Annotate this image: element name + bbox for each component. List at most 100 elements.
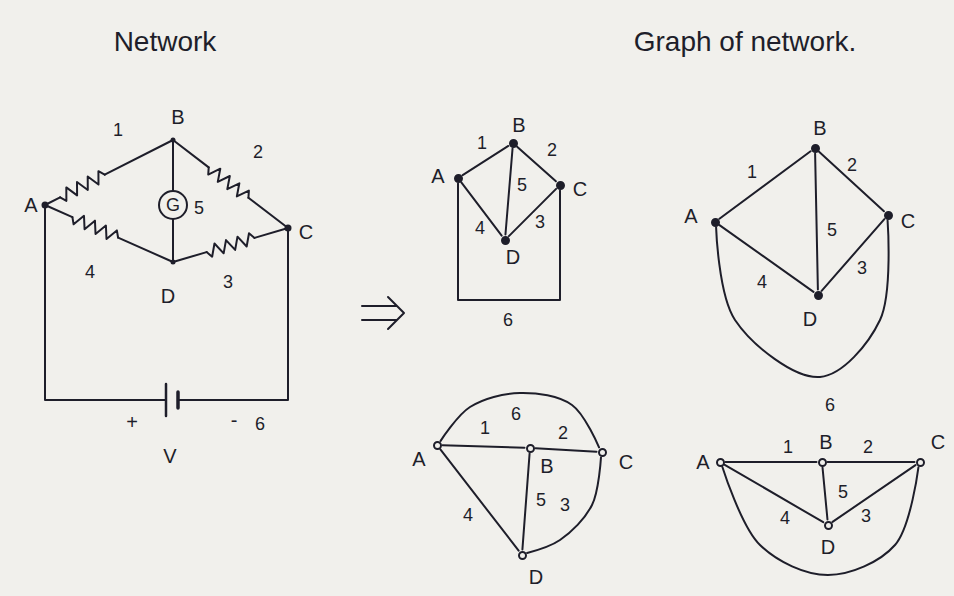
graph-vertex: C (598, 448, 607, 457)
graph-branch (535, 448, 596, 451)
vertex-letter: A (684, 206, 697, 226)
graph-vertex: D (824, 521, 833, 530)
graph-vertex: D (814, 291, 823, 300)
branch-number: 5 (534, 491, 548, 509)
vertex-letter: B (819, 432, 832, 452)
vertex-letter: B (540, 456, 553, 476)
branch-number: 3 (223, 273, 233, 291)
graph-vertex: C (556, 181, 565, 190)
battery-wire (45, 205, 288, 400)
resistor-symbol (205, 232, 256, 258)
heading: Network (114, 28, 217, 56)
graph-branch (833, 465, 916, 522)
graph-branch (440, 449, 518, 550)
branch-number: 2 (845, 156, 859, 174)
branch-number: 2 (545, 141, 559, 159)
branch-number: 5 (194, 199, 204, 217)
graph-vertex: B (509, 139, 518, 148)
branch-number: 6 (509, 405, 523, 423)
wire (173, 140, 288, 228)
graph-branch (522, 453, 529, 549)
graph-vertex: B (818, 458, 827, 467)
resistor-symbol (70, 212, 121, 243)
wire (45, 140, 173, 205)
graph-branch (527, 457, 601, 553)
graph-vertex: A (433, 441, 442, 450)
graph-branch (719, 151, 810, 218)
junction-letter: D (161, 286, 175, 306)
branch-number: 6 (255, 415, 265, 433)
battery-plate (176, 392, 180, 408)
branch-number: 2 (556, 424, 570, 442)
graph-branch (822, 219, 885, 291)
battery-plate (165, 384, 168, 416)
galvanometer-letter: G (166, 196, 180, 214)
resistor-symbol (205, 163, 252, 203)
branch-number: 6 (501, 311, 515, 329)
vertex-letter: C (901, 211, 915, 231)
graph-branch (509, 189, 556, 236)
branch-number: 4 (473, 219, 487, 237)
vertex-letter: D (821, 537, 835, 557)
graph-vertex: C (884, 211, 893, 220)
junction-dot (171, 138, 176, 143)
vertex-letter: A (431, 166, 444, 186)
graph-vertex: C (916, 458, 925, 467)
branch-number: 5 (836, 483, 850, 501)
graph-branch (823, 467, 828, 519)
junction-dot (285, 225, 292, 232)
polarity-sign: + (126, 412, 138, 432)
galvanometer-circle: G (158, 190, 188, 220)
junction-letter: C (299, 222, 313, 242)
branch-number: 1 (478, 419, 492, 437)
graph-branch (458, 184, 560, 301)
graph-branch (505, 148, 512, 234)
vertex-letter: C (619, 452, 633, 472)
branch-number: 3 (855, 259, 869, 277)
branch-number: 1 (745, 163, 759, 181)
branch-number: 4 (85, 263, 95, 281)
wire (173, 228, 288, 262)
junction-dot (42, 202, 49, 209)
vertex-letter: A (696, 452, 709, 472)
graph-vertex: D (518, 551, 527, 560)
implies-arrow (362, 297, 404, 329)
branch-number: 3 (533, 213, 547, 231)
source-label: V (163, 446, 176, 466)
graph-branch (722, 467, 918, 575)
graph-branch (726, 461, 817, 463)
branch-number: 4 (461, 506, 475, 524)
graph-branch (815, 153, 818, 289)
branch-number: 1 (475, 134, 489, 152)
branch-number: 6 (823, 396, 837, 414)
branch-number: 2 (253, 143, 263, 161)
branch-number: 4 (755, 273, 769, 291)
vertex-letter: D (529, 567, 543, 587)
vertex-letter: B (813, 118, 826, 138)
graph-branch (442, 445, 524, 448)
junction-dot (171, 260, 176, 265)
graph-vertex: A (716, 458, 725, 467)
junction-letter: A (24, 195, 37, 215)
graph-vertex: D (501, 236, 510, 245)
vertex-letter: C (573, 179, 587, 199)
vertex-letter: A (412, 449, 425, 469)
branch-number: 1 (781, 438, 795, 456)
graph-vertex: A (454, 174, 463, 183)
vertex-letter: D (803, 309, 817, 329)
resistor-symbol (57, 169, 107, 202)
graph-branch (828, 461, 915, 463)
graph-branch (819, 152, 884, 212)
graph-branch (441, 393, 599, 447)
graph-vertex: A (711, 218, 720, 227)
branch-number: 2 (861, 438, 875, 456)
vertex-letter: D (506, 247, 520, 267)
branch-number: 1 (113, 121, 123, 139)
branch-number: 3 (558, 496, 572, 514)
branch-number: 5 (825, 221, 839, 239)
graph-branch (719, 225, 813, 292)
polarity-sign: - (231, 410, 238, 430)
heading: Graph of network. (634, 28, 857, 56)
